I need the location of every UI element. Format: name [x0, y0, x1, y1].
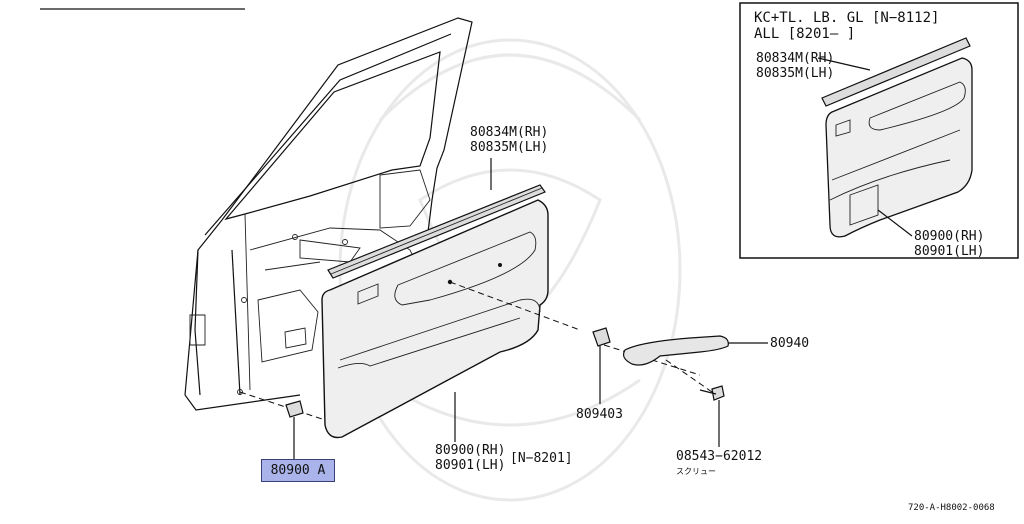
- door-shell: [184, 17, 473, 411]
- label-weatherstrip-rh: 80834M(RH): [470, 125, 548, 140]
- label-weatherstrip-lh: 80835M(LH): [470, 140, 548, 155]
- inset-label-weatherstrip-lh: 80835M(LH): [756, 66, 834, 81]
- screw-part: [699, 385, 725, 401]
- inset-leader-trim: [877, 209, 913, 237]
- label-trim-note: [N−8201]: [510, 451, 573, 466]
- diagram-code: 720-A-H8002-0068: [908, 503, 995, 513]
- part-number-highlight-80900a[interactable]: 80900 A: [261, 459, 335, 482]
- label-screw-caption: スクリュー: [676, 467, 716, 476]
- inset-label-trim-rh: 80900(RH): [914, 229, 984, 244]
- inset-label-weatherstrip-rh: 80834M(RH): [756, 51, 834, 66]
- dash-clip-door: [239, 391, 326, 421]
- label-trim-lh: 80901(LH): [435, 458, 505, 473]
- label-trim-rh: 80900(RH): [435, 443, 505, 458]
- dash-handle-screw: [665, 359, 713, 393]
- inset-label-trim-lh: 80901(LH): [914, 244, 984, 259]
- inset-panel: KC+TL. LB. GL [N−8112] ALL [8201— ] 8083…: [739, 2, 1019, 259]
- pull-handle-part: [622, 335, 729, 366]
- door-trim-panel: [321, 199, 549, 439]
- label-screw-number: 08543−62012: [676, 449, 762, 464]
- handle-clip-part: [592, 327, 611, 352]
- inset-trim-panel: [825, 57, 973, 238]
- trim-clip-part: [285, 400, 304, 425]
- inset-weatherstrip: [821, 37, 971, 107]
- inset-leader-weatherstrip: [817, 57, 871, 71]
- label-handle-clip: 809403: [576, 407, 623, 422]
- inset-header-line2: ALL [8201— ]: [754, 26, 855, 42]
- weatherstrip-main: [327, 184, 546, 279]
- inset-header-line1: KC+TL. LB. GL [N−8112]: [754, 10, 939, 26]
- dash-panel-clip: [449, 281, 581, 331]
- label-handle: 80940: [770, 336, 809, 351]
